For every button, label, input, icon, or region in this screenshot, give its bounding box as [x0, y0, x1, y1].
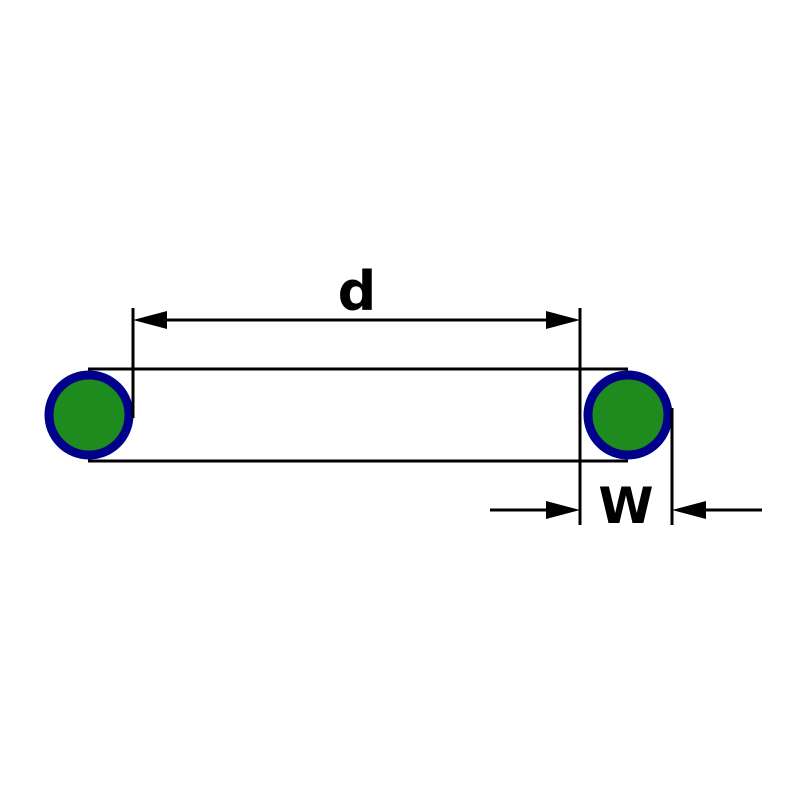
oring-right-cross-section — [583, 370, 673, 460]
oring-left-cross-section — [44, 370, 134, 460]
dimension-d-label: d — [338, 260, 377, 323]
dimension-d-arrowhead-right — [546, 311, 580, 329]
dimension-w-arrowhead-left — [546, 501, 580, 519]
dimension-w-arrowhead-right — [672, 501, 706, 519]
dimension-d-arrowhead-left — [133, 311, 167, 329]
dimension-w-label: W — [598, 477, 653, 535]
